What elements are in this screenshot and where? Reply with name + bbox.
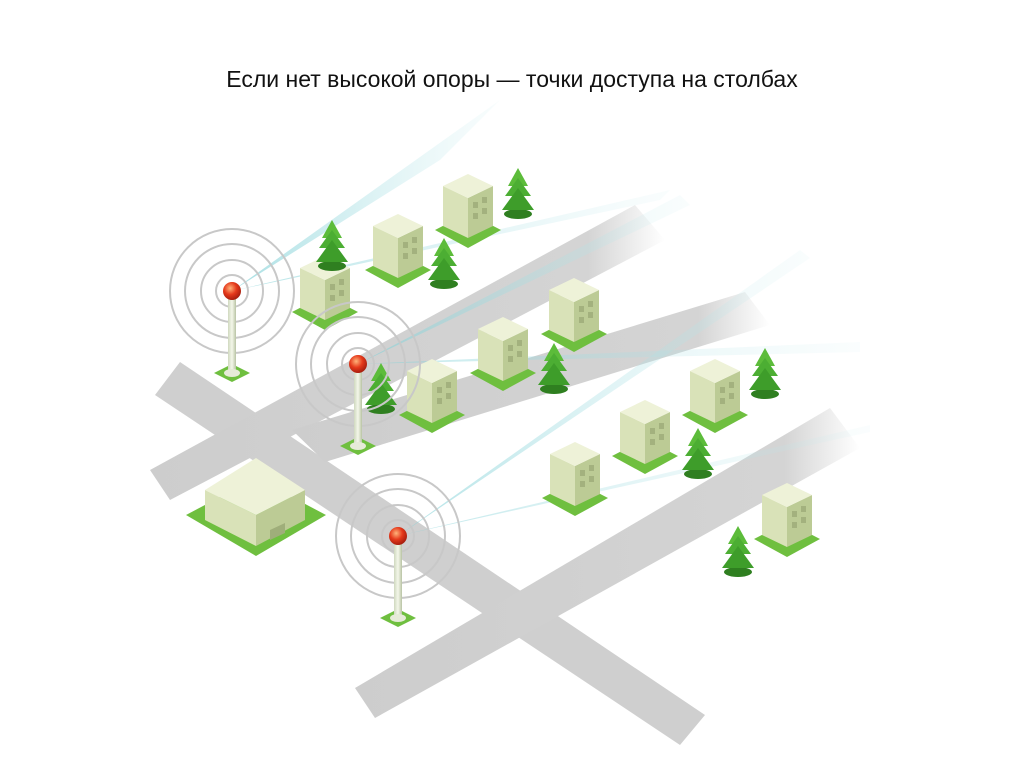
road-street-1 — [150, 205, 665, 500]
beam-1a — [232, 100, 500, 291]
radio-tower-icon — [169, 228, 295, 382]
building-icon — [435, 174, 501, 248]
beam-2a — [358, 195, 690, 364]
building-icon — [612, 400, 678, 474]
building-icon — [754, 483, 820, 557]
beam-3a — [398, 250, 810, 536]
pine-tree-icon — [722, 526, 754, 577]
building-icon — [365, 214, 431, 288]
warehouse-icon — [186, 458, 326, 556]
pine-tree-icon — [428, 238, 460, 289]
pine-tree-icon — [538, 343, 570, 394]
road-main-avenue — [155, 362, 705, 745]
building-icon — [682, 359, 748, 433]
access-points — [169, 228, 461, 627]
slide-title: Если нет высокой опоры — точки доступа н… — [226, 66, 798, 92]
pine-tree-icon — [682, 428, 714, 479]
pine-tree-icon — [502, 168, 534, 219]
road-street-3 — [355, 408, 860, 718]
beam-3b — [398, 425, 870, 536]
building-icon — [541, 278, 607, 352]
pine-tree-icon — [749, 348, 781, 399]
road-network — [150, 205, 860, 745]
pine-tree-icon — [316, 220, 348, 271]
radio-tower-icon — [335, 473, 461, 627]
building-icon — [470, 317, 536, 391]
building-icon — [542, 442, 608, 516]
radio-tower-icon — [295, 301, 421, 455]
trees — [316, 168, 781, 577]
buildings — [292, 174, 820, 557]
